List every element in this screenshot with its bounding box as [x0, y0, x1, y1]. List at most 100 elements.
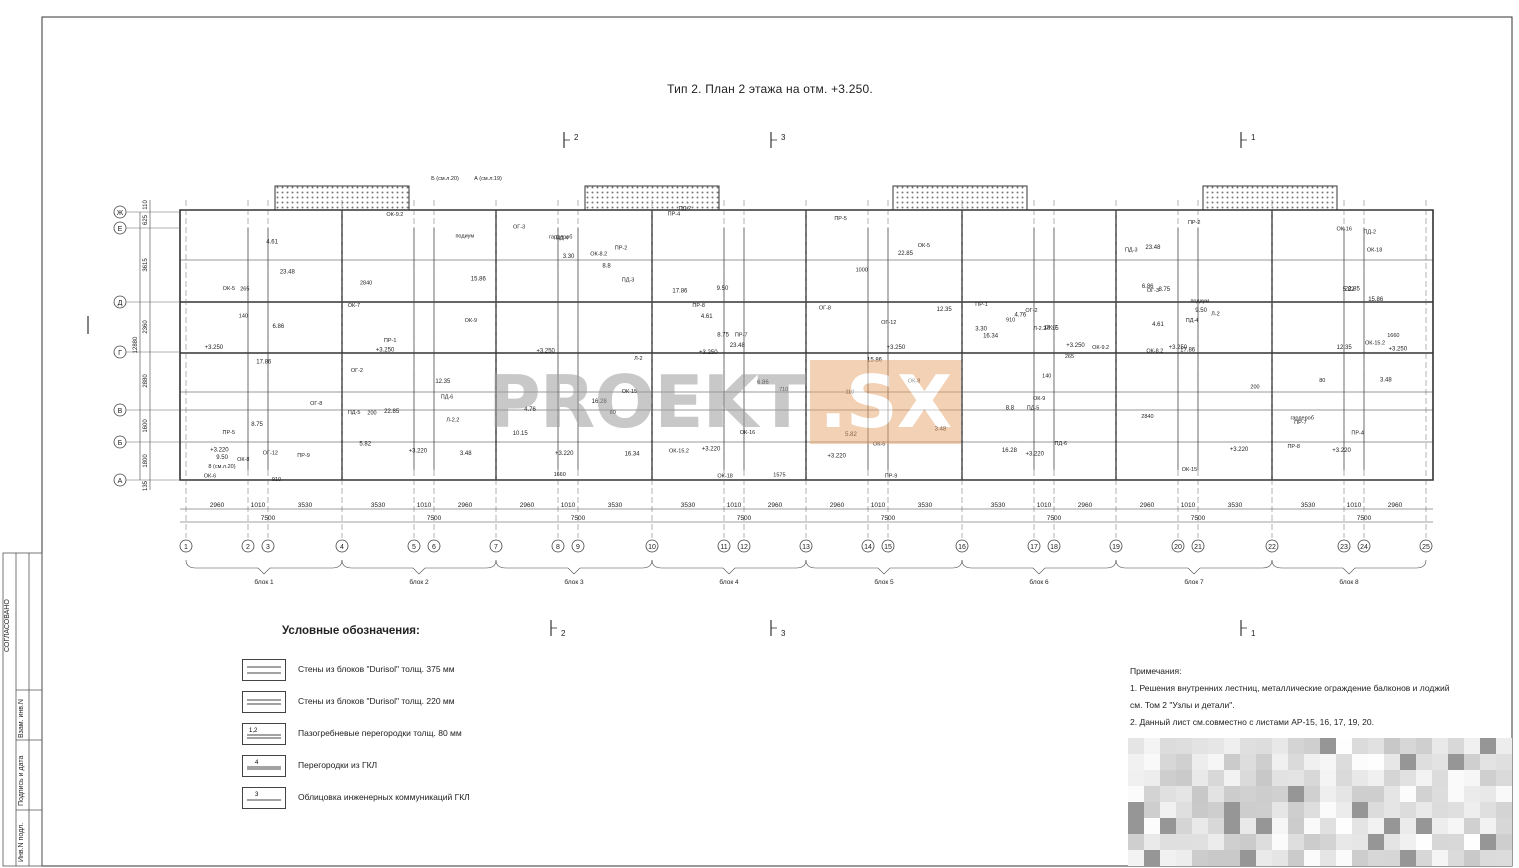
bottom-dim-b7-3: 3530: [1228, 502, 1243, 509]
bottom-dim-b8-1: 3530: [1301, 502, 1316, 509]
code-4-5: ПД-6: [1055, 441, 1068, 447]
code-10-3: ПД-2: [679, 206, 692, 212]
code-21-4: ПР-9: [885, 473, 898, 479]
stamp-cell-5-15: [1368, 818, 1384, 834]
code-7-2: ПР-2: [615, 245, 628, 251]
stamp-cell-0-10: [1288, 738, 1304, 754]
misc-11-1: 200: [367, 410, 376, 416]
area-13-2: 8.8: [602, 264, 611, 270]
bottom-dim-b4-3: 2960: [768, 502, 783, 509]
stamp-cell-4-9: [1272, 802, 1288, 818]
stamp-cell-1-23: [1496, 754, 1512, 770]
area-0-6: 17.86: [1180, 347, 1196, 353]
area-7-2: 4.76: [524, 407, 536, 413]
code-18-3: ОК-15.2: [669, 449, 689, 455]
side-cell-signature-date: Подпись и дата: [18, 755, 25, 806]
stamp-cell-3-1: [1144, 786, 1160, 802]
code-5-0: ПР-5: [223, 430, 236, 436]
stamp-cell-6-20: [1448, 834, 1464, 850]
level-0-6: +3.250: [1169, 345, 1188, 351]
misc-9-3: 710: [779, 387, 788, 393]
axis-label-21: 21: [1194, 544, 1202, 551]
stamp-cell-7-16: [1384, 850, 1400, 866]
axis-label-13: 13: [802, 544, 810, 551]
level-1-6: +3.220: [1230, 447, 1249, 453]
area-15-0: 4.61: [266, 239, 278, 245]
code-6-7: ПР-4: [1351, 430, 1364, 436]
stamp-cell-0-9: [1272, 738, 1288, 754]
code-20-1: ОК-9: [465, 318, 477, 324]
axis-label-row-1: Ж: [117, 210, 124, 217]
axis-label-6: 6: [432, 544, 436, 551]
notes: Примечания: 1. Решения внутренних лестни…: [1130, 663, 1500, 731]
level-1-5: +3.220: [1025, 452, 1044, 458]
axis-bubble-16: [955, 539, 969, 553]
code-7-6: ПР-2: [1188, 220, 1201, 226]
axis-bubble-8: [551, 539, 565, 553]
stamp-cell-7-9: [1272, 850, 1288, 866]
stamp-cell-2-7: [1240, 770, 1256, 786]
stamp-cell-2-12: [1320, 770, 1336, 786]
legend-item-partition-80: 1,2 Пазогребневые перегородки толщ. 80 м…: [240, 723, 600, 745]
bottom-dim-b7-1: 2960: [1140, 502, 1155, 509]
stamp-cell-2-4: [1192, 770, 1208, 786]
stamp-cell-7-8: [1256, 850, 1272, 866]
axis-label-8: 8: [556, 544, 560, 551]
code-28-1: ОК-9.2: [386, 212, 403, 218]
stamp-cell-2-23: [1496, 770, 1512, 786]
stamp-cell-2-21: [1464, 770, 1480, 786]
stamp-cell-0-19: [1432, 738, 1448, 754]
misc-1-6: подиум: [1190, 299, 1209, 305]
bottom-dim-b1-1: 2960: [210, 502, 225, 509]
axis-bubble-23: [1337, 539, 1351, 553]
balcony-2: [584, 185, 720, 211]
left-dim-3: 3615: [143, 258, 149, 272]
stamp-cell-7-10: [1288, 850, 1304, 866]
stamp-cell-5-17: [1400, 818, 1416, 834]
legend-swatch-gkl-partition: 4: [242, 755, 286, 777]
stamp-cell-1-20: [1448, 754, 1464, 770]
level-0-4: +3.250: [887, 345, 906, 351]
balcony-3: [892, 185, 1028, 211]
code-1-4: ОК-6: [873, 442, 885, 448]
stamp-cell-2-8: [1256, 770, 1272, 786]
side-label-agreed: СОГЛАСОВАНО: [4, 599, 11, 652]
left-dim-7: 1800: [143, 454, 149, 468]
misc-2-0: 265: [240, 286, 249, 292]
code-9-0: ОК-5: [223, 286, 235, 292]
stamp-cell-1-8: [1256, 754, 1272, 770]
bottom-dim-b2-1: 3530: [371, 502, 386, 509]
block-label-2: блок 2: [409, 578, 429, 586]
stamp-cell-7-23: [1496, 850, 1512, 866]
stamp-cell-3-8: [1256, 786, 1272, 802]
stamp-cell-4-13: [1336, 802, 1352, 818]
left-dim-total: 12880: [133, 336, 139, 353]
bottom-dim-b7-2: 1010: [1181, 502, 1196, 509]
stamp-cell-6-2: [1160, 834, 1176, 850]
axis-label-23: 23: [1340, 544, 1348, 551]
code-25-0: ОГ-8: [310, 401, 322, 407]
code-3-6: ПД-3: [1125, 248, 1138, 254]
legend-swatch-gkl-cladding: 3: [242, 787, 286, 809]
axis-label-11: 11: [720, 544, 727, 551]
legend-tag-3: 3: [255, 792, 259, 798]
stamp-cell-3-7: [1240, 786, 1256, 802]
bottom-dim-b1-2: 1010: [251, 502, 266, 509]
stamp-cell-0-17: [1400, 738, 1416, 754]
code-13-0: ОК-8: [237, 457, 249, 463]
stamp-cell-5-20: [1448, 818, 1464, 834]
bottom-dim-b8-3: 2960: [1388, 502, 1403, 509]
axis-bubble-15: [881, 539, 895, 553]
stamp-cell-0-7: [1240, 738, 1256, 754]
stamp-cell-2-17: [1400, 770, 1416, 786]
stamp-cell-3-3: [1176, 786, 1192, 802]
level-0-3: +3.250: [699, 350, 718, 356]
stamp-cell-1-18: [1416, 754, 1432, 770]
stamp-cell-7-11: [1304, 850, 1320, 866]
notes-line-2: см. Том 2 "Узлы и детали".: [1130, 700, 1235, 710]
stamp-cell-1-10: [1288, 754, 1304, 770]
stamp-cell-3-16: [1384, 786, 1400, 802]
axis-bubble-18: [1047, 539, 1061, 553]
stamp-cell-7-17: [1400, 850, 1416, 866]
watermark: PROEKT.SX: [488, 360, 962, 444]
